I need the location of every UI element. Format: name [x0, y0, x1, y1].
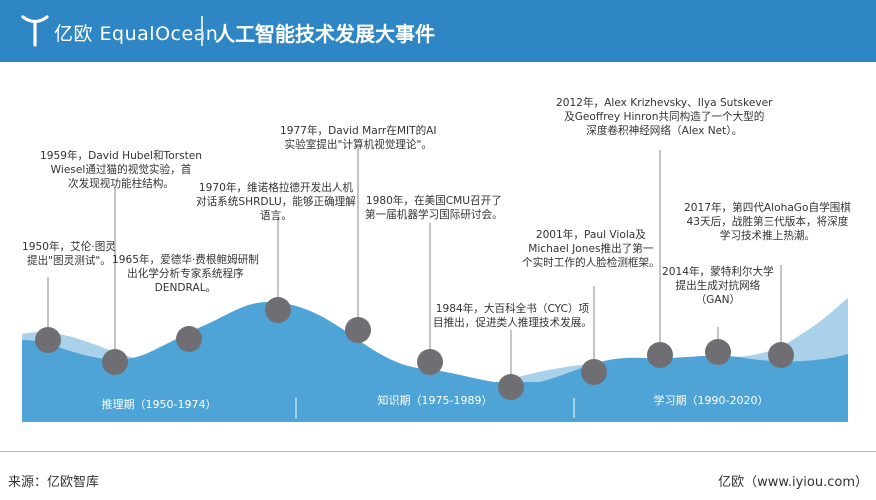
event-marker: [265, 297, 291, 323]
event-text-1984: 1984年，大百科全书（CYC）项 目推出，促进类人推理技术发展。: [433, 303, 592, 329]
event-text-1965: 1965年，爱德华·费根鲍姆研制 出化学分析专家系统程序 DENDRAL。: [112, 254, 259, 294]
event-text-2014: 2014年，蒙特利尔大学 提出生成对抗网络 （GAN）: [662, 266, 774, 306]
event-text-1970: 1970年，维诺格拉德开发出人机 对话系统SHRDLU，能够正确理解 语言。: [196, 182, 356, 222]
footer-divider: [0, 451, 876, 452]
event-text-1977: 1977年，David Marr在MIT的AI 实验室提出"计算机视觉理论"。: [280, 125, 437, 151]
footer-source: 来源：亿欧智库: [8, 475, 100, 490]
event-marker: [581, 359, 607, 385]
event-text-2017: 2017年，第四代AlohaGo自学围棋 43天后，战胜第三代版本，将深度 学习…: [684, 202, 851, 242]
period-label-reasoning: 推理期（1950-1974）: [101, 398, 217, 411]
event-marker: [498, 374, 524, 400]
event-marker: [345, 317, 371, 343]
page-title: 人工智能技术发展大事件: [215, 22, 435, 46]
event-marker: [768, 342, 794, 368]
timeline-graphic: [22, 148, 848, 422]
event-marker: [417, 349, 443, 375]
event-text-1959: 1959年，David Hubel和Torsten Wiesel通过猫的视觉实验…: [40, 150, 202, 190]
timeline: 1950年，艾伦·图灵 提出"图灵测试"。 1959年，David Hubel和…: [0, 62, 876, 447]
event-text-1980: 1980年，在美国CMU召开了 第一届机器学习国际研讨会。: [365, 195, 503, 221]
brand-name: 亿欧 EqualOcean: [54, 23, 219, 45]
event-marker: [647, 342, 673, 368]
event-marker: [705, 339, 731, 365]
event-text-2012: 2012年，Alex Krizhevsky、Ilya Sutskever 及Ge…: [556, 97, 773, 137]
period-bar: [22, 382, 848, 422]
header-divider: [201, 16, 203, 46]
period-label-learning: 学习期（1990-2020）: [653, 394, 769, 407]
event-marker: [35, 327, 61, 353]
footer-site: 亿欧（www.iyiou.com）: [718, 475, 868, 490]
event-text-1950: 1950年，艾伦·图灵 提出"图灵测试"。: [22, 241, 116, 267]
equalocean-logo-icon: [21, 15, 49, 47]
event-marker: [102, 349, 128, 375]
header-bar: 亿欧 EqualOcean 人工智能技术发展大事件: [0, 0, 876, 62]
event-text-2001: 2001年，Paul Viola及 Michael Jones推出了第一 个实时…: [522, 229, 660, 269]
event-marker: [176, 326, 202, 352]
period-label-knowledge: 知识期（1975-1989）: [377, 394, 493, 407]
